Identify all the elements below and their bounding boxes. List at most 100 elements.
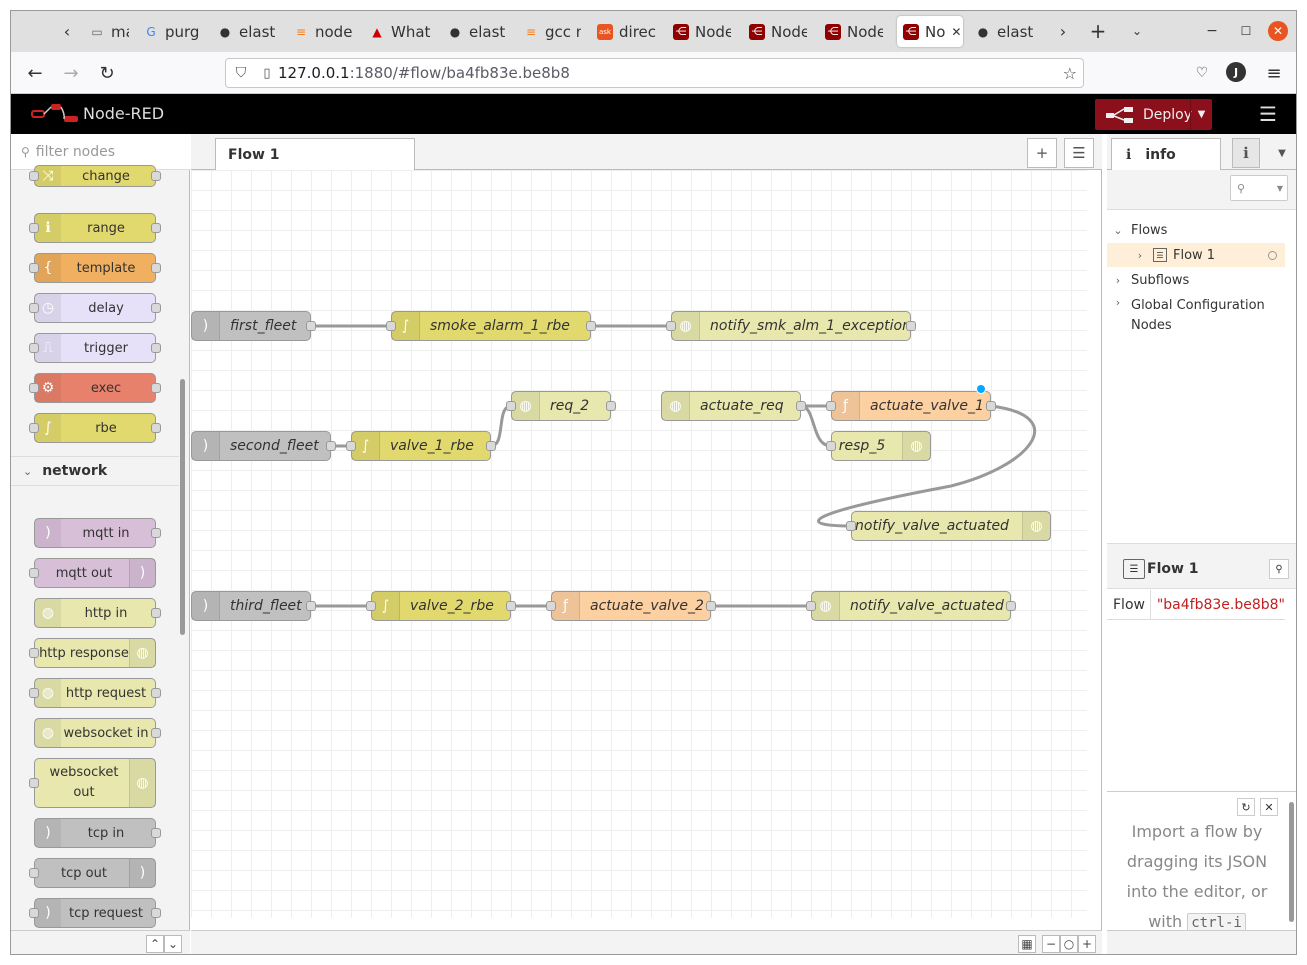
output-port[interactable] [151, 171, 161, 181]
palette-node[interactable]: )tcp request [29, 898, 161, 928]
reload-icon[interactable]: ↻ [99, 62, 115, 84]
input-port[interactable] [29, 568, 39, 578]
browser-tab[interactable]: ●elast [975, 16, 1035, 47]
browser-tab[interactable]: ⋲Node [673, 16, 731, 47]
input-port[interactable] [29, 868, 39, 878]
wire[interactable] [490, 404, 512, 448]
browser-tab[interactable]: ▲What [369, 16, 431, 47]
browser-tab[interactable]: ⋲Node [749, 16, 807, 47]
navigator-map-icon[interactable]: ▦ [1018, 935, 1036, 953]
zoom-in-button[interactable]: + [1078, 935, 1096, 953]
tree-flows[interactable]: ⌄ Flows [1107, 218, 1285, 242]
input-port[interactable] [29, 171, 39, 181]
flow-list-icon[interactable]: ☰ [1064, 138, 1094, 168]
input-port[interactable] [366, 601, 376, 611]
pocket-icon[interactable]: ♡ [1195, 65, 1209, 81]
flow-node[interactable]: ∫valve_1_rbe [346, 431, 496, 461]
output-port[interactable] [306, 321, 316, 331]
flow-node[interactable]: )third_fleet [191, 591, 316, 621]
tree-subflows[interactable]: › Subflows [1107, 268, 1285, 292]
output-port[interactable] [486, 441, 496, 451]
shield-icon[interactable]: ⛉ [235, 65, 247, 81]
output-port[interactable] [151, 608, 161, 618]
input-port[interactable] [29, 343, 39, 353]
flow-node[interactable]: )first_fleet [191, 311, 316, 341]
close-tab-icon[interactable]: ✕ [951, 24, 962, 39]
input-port[interactable] [29, 223, 39, 233]
output-port[interactable] [151, 263, 161, 273]
input-port[interactable] [29, 303, 39, 313]
palette-node[interactable]: )tcp in [34, 818, 161, 848]
output-port[interactable] [151, 303, 161, 313]
tab-info[interactable]: ℹ info [1111, 138, 1221, 171]
output-port[interactable] [906, 321, 916, 331]
input-port[interactable] [826, 401, 836, 411]
output-port[interactable] [151, 528, 161, 538]
input-port[interactable] [346, 441, 356, 451]
property-value[interactable]: "ba4fb83e.be8b8" [1156, 596, 1285, 613]
input-port[interactable] [29, 383, 39, 393]
tree-flow-1[interactable]: › ☰ Flow 1 [1107, 243, 1285, 267]
input-port[interactable] [29, 688, 39, 698]
palette-node[interactable]: ◷delay [29, 293, 161, 323]
palette-node[interactable]: )mqtt out [29, 558, 156, 588]
flow-node[interactable]: ∫valve_2_rbe [366, 591, 516, 621]
wire[interactable] [800, 404, 832, 448]
output-port[interactable] [326, 441, 336, 451]
input-port[interactable] [666, 321, 676, 331]
maximize-window-button[interactable]: ☐ [1240, 24, 1252, 38]
zoom-out-button[interactable]: − [1042, 935, 1060, 953]
input-port[interactable] [29, 778, 39, 788]
input-port[interactable] [29, 648, 39, 658]
browser-menu-icon[interactable]: ≡ [1266, 62, 1282, 84]
input-port[interactable] [29, 423, 39, 433]
browser-tab[interactable]: ≡gcc n [523, 16, 581, 47]
bookmark-star-icon[interactable]: ☆ [1062, 63, 1077, 83]
palette-node[interactable]: ◍websocket out [29, 758, 156, 808]
input-port[interactable] [29, 263, 39, 273]
output-port[interactable] [1006, 601, 1016, 611]
palette-node[interactable]: ◍http response [29, 638, 156, 668]
palette-node[interactable]: ◍websocket in [34, 718, 161, 748]
flow-node[interactable]: ◍notify_valve_actuated [846, 511, 1051, 541]
output-port[interactable] [986, 401, 996, 411]
output-port[interactable] [151, 908, 161, 918]
output-port[interactable] [506, 601, 516, 611]
sidebar-splitter[interactable] [1107, 543, 1296, 549]
palette-node[interactable]: ⎍trigger [29, 333, 161, 363]
flow-node[interactable]: ∫smoke_alarm_1_rbe [386, 311, 596, 341]
input-port[interactable] [29, 908, 39, 918]
input-port[interactable] [846, 521, 856, 531]
input-port[interactable] [806, 601, 816, 611]
output-port[interactable] [586, 321, 596, 331]
tab-flow-1[interactable]: Flow 1 [215, 138, 415, 171]
output-port[interactable] [606, 401, 616, 411]
flow-node[interactable]: ◍actuate_req [661, 391, 806, 421]
browser-tab[interactable]: ⋲No✕ [897, 16, 963, 47]
tree-global-configuration-nodes[interactable]: › Global Configuration Nodes [1107, 292, 1285, 336]
zoom-reset-button[interactable]: ○ [1060, 935, 1078, 953]
tip-scrollbar[interactable] [1289, 802, 1294, 922]
wire[interactable] [816, 404, 1037, 528]
tab-scroll-right-icon[interactable]: › [1059, 21, 1067, 41]
minimize-window-button[interactable]: − [1206, 23, 1218, 39]
browser-tab[interactable]: ●elast [447, 16, 507, 47]
flow-canvas[interactable]: )first_fleet ∫smoke_alarm_1_rbe ◍notify_sm… [191, 170, 1087, 918]
output-port[interactable] [151, 383, 161, 393]
flow-node[interactable]: ◍notify_valve_actuated [806, 591, 1016, 621]
close-icon[interactable]: ✕ [1260, 798, 1278, 816]
close-window-button[interactable]: ✕ [1268, 21, 1288, 41]
main-menu-icon[interactable]: ☰ [1259, 102, 1277, 126]
flow-node[interactable]: ◍notify_smk_alm_1_exception [666, 311, 916, 341]
flow-node[interactable]: ◍req_2 [506, 391, 616, 421]
palette-scrollbar[interactable] [180, 379, 185, 635]
input-port[interactable] [546, 601, 556, 611]
input-port[interactable] [506, 401, 516, 411]
output-port[interactable] [151, 728, 161, 738]
add-flow-button[interactable]: + [1027, 138, 1057, 168]
palette-category-network[interactable]: ⌄ network [11, 456, 179, 486]
